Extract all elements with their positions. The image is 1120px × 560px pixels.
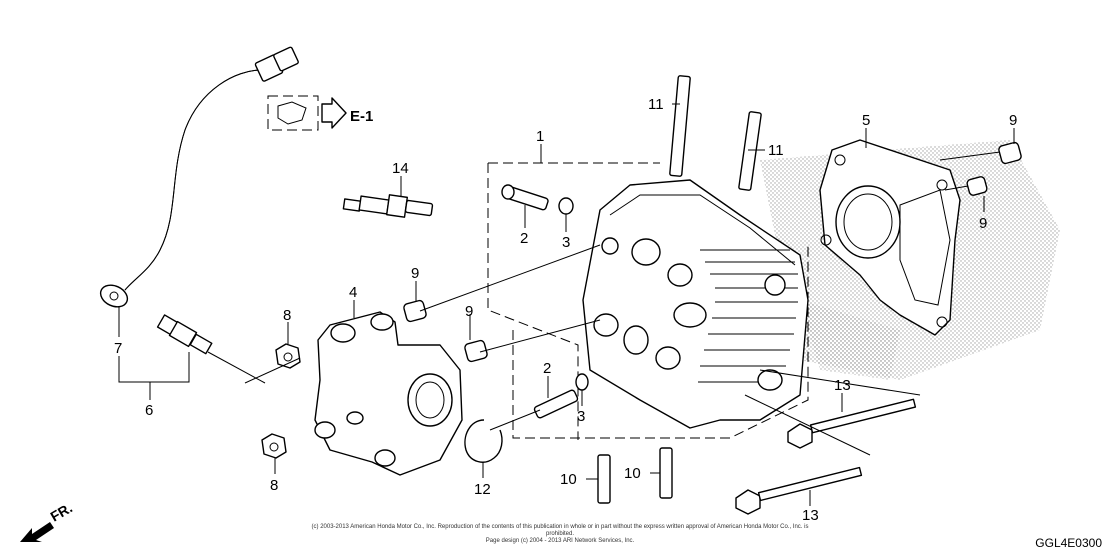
dowel-pin-b <box>464 339 488 363</box>
front-direction-label: FR. <box>48 502 76 525</box>
callout-3-upper: 3 <box>562 234 570 251</box>
callout-9-left: 9 <box>411 265 419 282</box>
head-gasket <box>819 139 961 336</box>
dowel-pin-c <box>998 141 1022 165</box>
callout-1: 1 <box>536 128 544 145</box>
front-direction-indicator: FR. <box>18 499 98 551</box>
copyright-footer: (c) 2003-2013 American Honda Motor Co., … <box>300 524 820 545</box>
camshaft-holder <box>314 311 463 476</box>
diagram-code: GGL4E0300 <box>1035 536 1102 550</box>
callout-5: 5 <box>862 112 870 129</box>
reference-e1 <box>267 95 347 131</box>
callout-10-right: 10 <box>624 465 641 482</box>
assembly-box-outline <box>487 162 809 440</box>
o-ring-upper <box>558 197 574 215</box>
callout-8-lower: 8 <box>270 477 278 494</box>
stud-bolt-short-a <box>597 454 611 504</box>
callout-11a: 11 <box>648 96 664 113</box>
flange-nut-upper <box>275 343 301 369</box>
front-arrow-icon: FR. <box>20 499 76 542</box>
copyright-line-1: (c) 2003-2013 American Honda Motor Co., … <box>311 524 809 537</box>
callout-13-upper: 13 <box>834 377 851 394</box>
stud-bolt-long-a <box>669 75 691 177</box>
callout-2-upper: 2 <box>520 230 528 247</box>
callout-13-lower: 13 <box>802 507 819 524</box>
flange-nut-lower <box>261 433 287 459</box>
sensor-harness <box>99 46 299 308</box>
valve-guide-upper <box>501 184 549 211</box>
callout-2-lower: 2 <box>543 360 551 377</box>
stud-bolt-long-b <box>738 111 762 191</box>
callout-4: 4 <box>349 284 357 301</box>
temperature-sensor <box>156 314 213 355</box>
callout-6: 6 <box>145 402 153 419</box>
stud-bolt-short-b <box>659 447 673 499</box>
reference-e1-label: E-1 <box>350 108 373 125</box>
circlip <box>464 419 503 463</box>
callout-7: 7 <box>114 340 122 357</box>
flange-bolt-upper <box>787 398 917 449</box>
spark-plug <box>342 194 434 218</box>
valve-guide-lower <box>533 389 579 419</box>
callout-11b: 11 <box>768 142 784 159</box>
dowel-pin-a <box>403 299 427 323</box>
dowel-pin-d <box>966 176 988 196</box>
copyright-line-2: Page design (c) 2004 - 2013 ARI Network … <box>485 538 635 544</box>
o-ring-lower <box>575 373 589 391</box>
callout-3-lower: 3 <box>577 408 585 425</box>
cylinder-head <box>582 179 809 429</box>
callout-8-upper: 8 <box>283 307 291 324</box>
callout-14: 14 <box>392 160 409 177</box>
flange-bolt-lower <box>735 466 863 515</box>
callout-9-middle: 9 <box>465 303 473 320</box>
callout-9-right: 9 <box>979 215 987 232</box>
callout-9-top-right: 9 <box>1009 112 1017 129</box>
leader-lines <box>118 103 1015 506</box>
callout-10-left: 10 <box>560 471 577 488</box>
callout-12: 12 <box>474 481 491 498</box>
